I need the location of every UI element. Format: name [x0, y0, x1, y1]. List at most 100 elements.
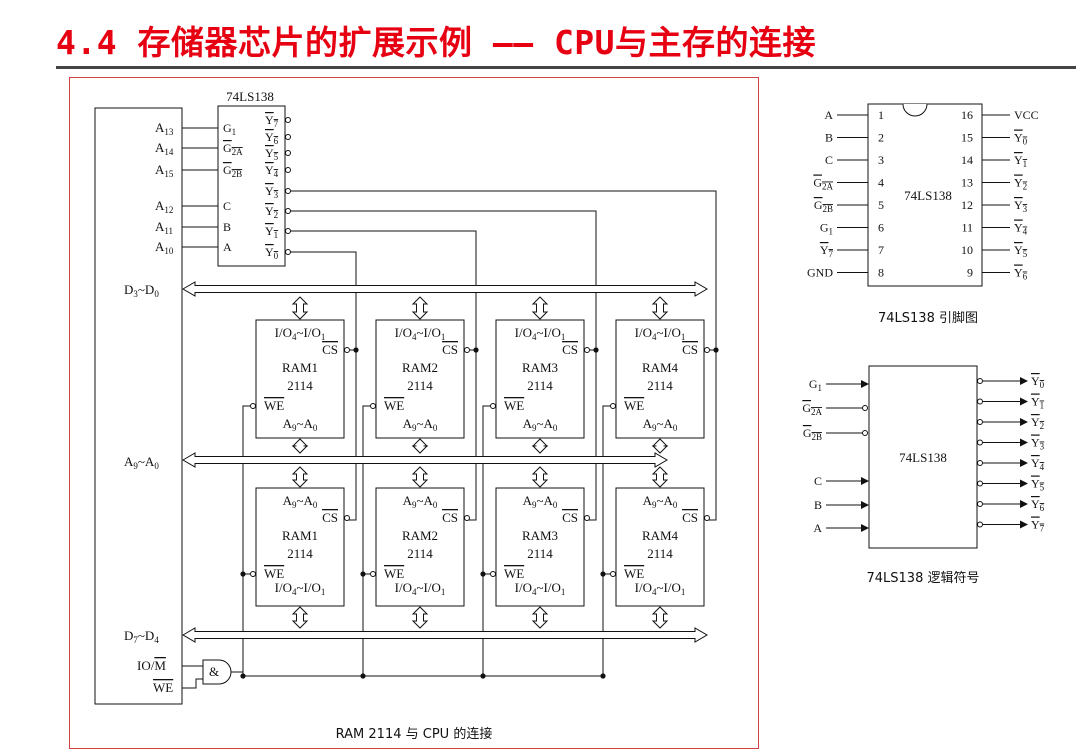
pinout-right-name: Y6: [1014, 266, 1028, 282]
data-bus-high-arrow: [182, 281, 708, 297]
ram-name: RAM2: [402, 360, 438, 375]
logic-output-label: Y5: [1031, 477, 1045, 493]
pinout-pin-number: 5: [878, 198, 884, 212]
output-bubble: [977, 419, 983, 425]
ram-io-label: I/O4~I/O1: [395, 580, 446, 597]
pinout-right-name: VCC: [1014, 108, 1039, 122]
ram-io-label: I/O4~I/O1: [635, 325, 686, 342]
output-bubble: [285, 117, 291, 123]
pinout-pin-number: 14: [961, 153, 973, 167]
logic-output-label: Y7: [1031, 518, 1045, 534]
ram-cs-label: CS: [322, 510, 338, 525]
ram-cs-label: CS: [682, 342, 698, 357]
output-bubble: [285, 208, 291, 214]
diagram-caption: RAM 2114 与 CPU 的连接: [336, 726, 493, 742]
data-link-arrow: [651, 296, 669, 320]
pinout-right-name: Y1: [1014, 153, 1027, 169]
logic-input-label: G1: [809, 377, 822, 393]
ram-part: 2114: [527, 546, 553, 561]
address-input-label: A10: [155, 239, 174, 256]
data-link-arrow: [291, 606, 309, 629]
cs-line-ram4: [290, 190, 717, 521]
junction-dot: [480, 571, 486, 577]
output-bubble: [285, 188, 291, 194]
output-bubble: [977, 398, 983, 405]
data-link-arrow: [651, 606, 669, 629]
ram-chip: [615, 319, 705, 439]
we-wire: [242, 405, 250, 676]
junction-dot: [353, 347, 359, 353]
ram-io-label: I/O4~I/O1: [275, 580, 326, 597]
pinout-chip-label: 74LS138: [904, 188, 952, 203]
we-control-label: WE: [153, 680, 173, 695]
ram-addr-label: A9~A0: [523, 493, 558, 510]
we-bubble: [370, 403, 376, 409]
data-link-arrow: [411, 296, 429, 320]
ram-chip: [255, 319, 345, 439]
junction-dot: [600, 571, 606, 577]
ram-io-label: I/O4~I/O1: [635, 580, 686, 597]
logic-chip-label: 74LS138: [899, 450, 947, 465]
pinout-pin-number: 7: [878, 243, 884, 257]
ram-we-label: WE: [384, 566, 404, 581]
we-bubble: [610, 403, 616, 409]
cs-bubble: [344, 515, 350, 521]
addr-link-arrow: [411, 466, 429, 488]
ram-chip: [375, 487, 465, 607]
we-bubble: [250, 403, 256, 409]
ram-part: 2114: [647, 546, 673, 561]
logic-input-label: C: [814, 474, 822, 488]
ram-name: RAM1: [282, 528, 318, 543]
we-bubble: [610, 571, 616, 577]
cs-bubble: [464, 347, 470, 353]
pinout-left-name: B: [825, 131, 833, 145]
decoder-output-pin: Y6: [265, 130, 279, 146]
ram-name: RAM1: [282, 360, 318, 375]
pinout-pin-number: 13: [961, 176, 973, 190]
ram-we-label: WE: [264, 398, 284, 413]
data-link-arrow: [531, 296, 549, 320]
output-bubble: [977, 480, 983, 487]
junction-dot: [473, 347, 479, 353]
pinout-right-name: Y5: [1014, 243, 1028, 259]
ram-part: 2114: [407, 378, 433, 393]
ram-addr-label: A9~A0: [283, 416, 318, 433]
ram-addr-label: A9~A0: [403, 493, 438, 510]
cs-line-ram1: [290, 251, 357, 521]
data-bus-high-label: D3~D0: [124, 282, 159, 299]
ram-chip: [615, 487, 705, 607]
logic-input-label: A: [813, 521, 822, 535]
ram-cs-label: CS: [322, 342, 338, 357]
ram-addr-label: A9~A0: [523, 416, 558, 433]
io-m-label: IO/M: [137, 658, 166, 673]
junction-dot: [480, 673, 486, 679]
pinout-left-name: Y7: [820, 243, 834, 259]
address-bus-label: A9~A0: [124, 454, 159, 471]
decoder-74ls138: [217, 105, 286, 267]
addr-link-arrow: [291, 438, 309, 454]
we-wire: [482, 405, 490, 676]
ram-name: RAM2: [402, 528, 438, 543]
pinout-left-name: A: [824, 108, 833, 122]
ram-part: 2114: [647, 378, 673, 393]
ram-addr-label: A9~A0: [403, 416, 438, 433]
output-bubble: [977, 439, 983, 446]
ram-chip: [495, 319, 585, 439]
ram-we-label: WE: [384, 398, 404, 413]
ram-io-label: I/O4~I/O1: [275, 325, 326, 342]
logic-caption: 74LS138 逻辑符号: [867, 570, 980, 586]
addr-link-arrow: [531, 466, 549, 488]
addr-link-arrow: [651, 438, 669, 454]
address-input-label: A14: [155, 140, 174, 157]
ram-io-label: I/O4~I/O1: [395, 325, 446, 342]
decoder-output-pin: Y1: [265, 224, 278, 240]
ram-we-label: WE: [264, 566, 284, 581]
junction-dot: [593, 347, 599, 353]
pinout-pin-number: 4: [878, 176, 884, 190]
ram-chip: [495, 487, 585, 607]
logic-output-label: Y1: [1031, 395, 1044, 411]
ram-cs-label: CS: [562, 342, 578, 357]
output-bubble: [285, 228, 291, 234]
decoder-input-pin: A: [223, 240, 232, 254]
